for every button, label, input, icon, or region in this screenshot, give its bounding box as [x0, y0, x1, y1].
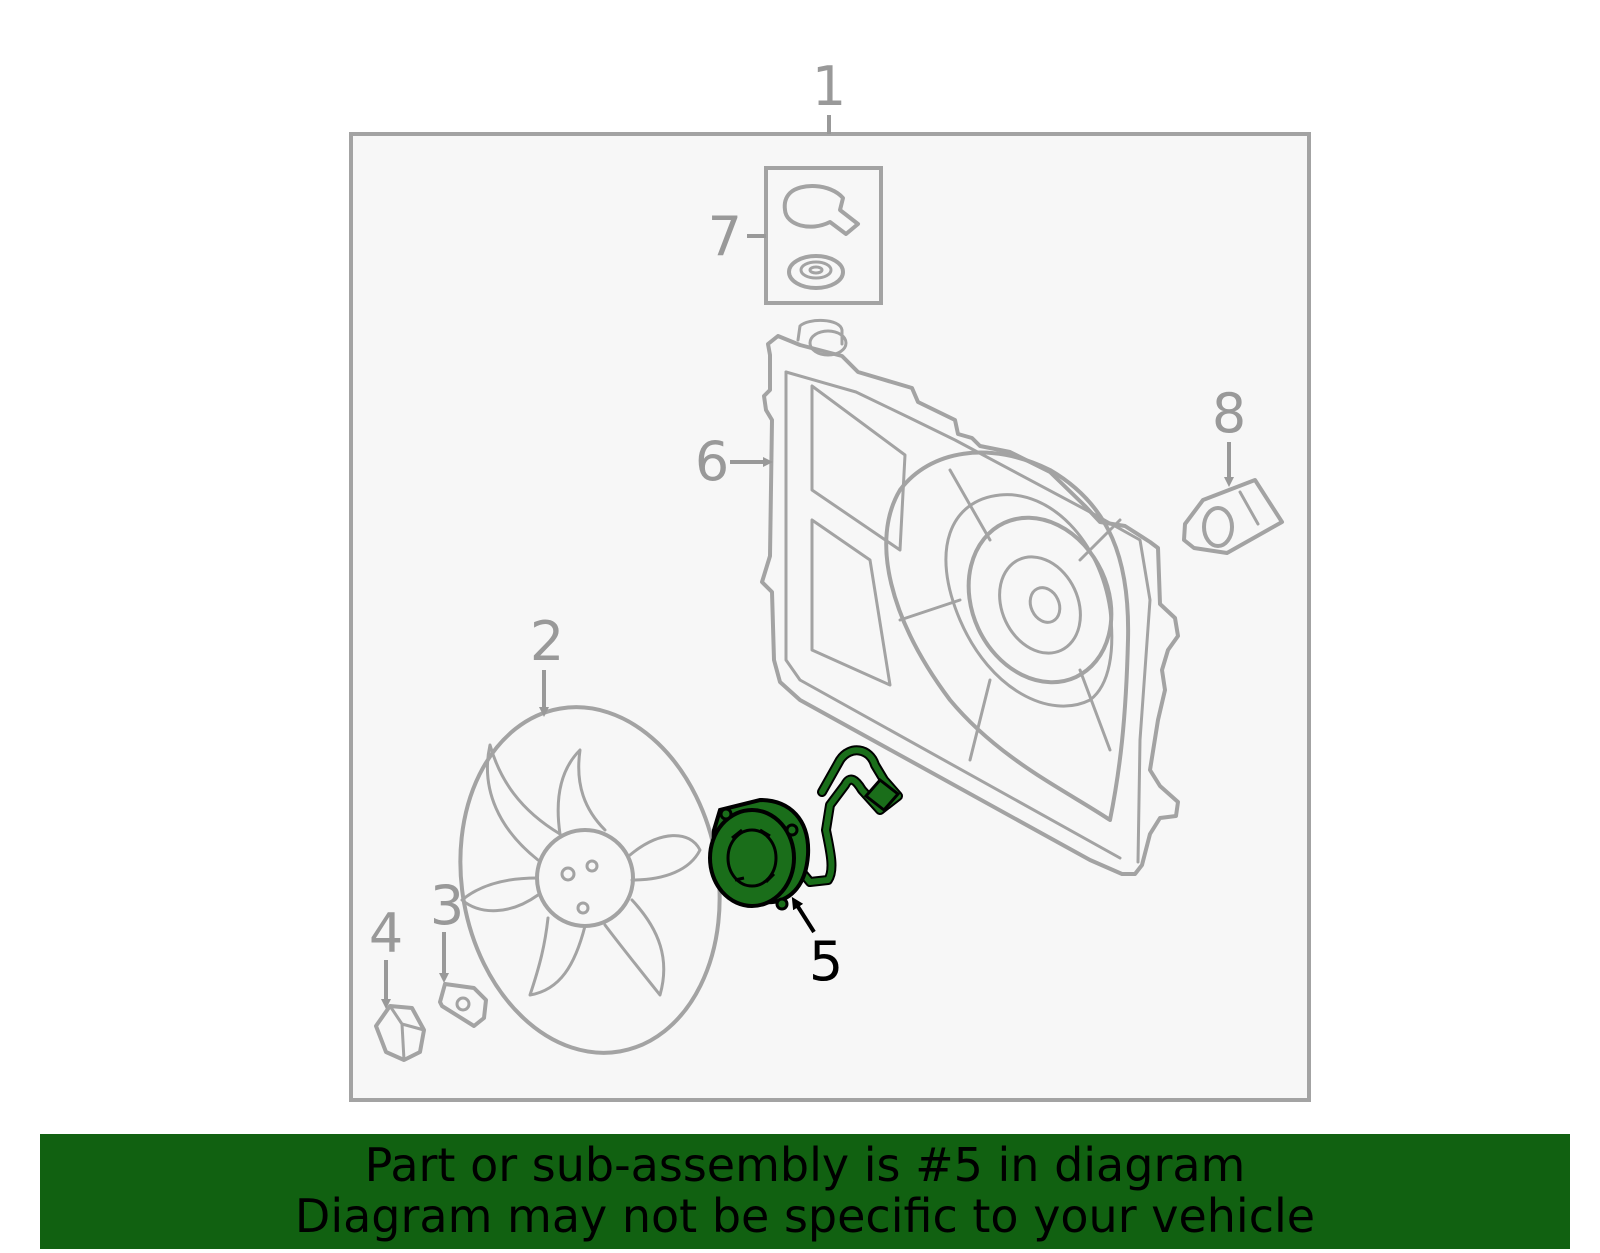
part-3-clip — [438, 982, 488, 1028]
banner-line-1: Part or sub-assembly is #5 in diagram — [364, 1138, 1246, 1192]
callout-5: 5 — [809, 930, 843, 993]
part-2-fan-blade — [458, 705, 722, 1055]
callout-1: 1 — [812, 55, 846, 118]
part-4-nut — [374, 1004, 426, 1062]
banner-line-2: Diagram may not be specific to your vehi… — [294, 1189, 1316, 1243]
callout-3: 3 — [430, 874, 464, 937]
callout-2: 2 — [530, 610, 564, 673]
part-8-bracket — [1182, 478, 1284, 555]
callout-4: 4 — [369, 902, 403, 965]
part-7-seal-kit — [764, 166, 883, 305]
callout-7: 7 — [708, 205, 742, 268]
part-6-fan-shroud — [760, 319, 1180, 876]
callout-6: 6 — [695, 430, 729, 493]
part-5-fan-motor — [708, 745, 903, 911]
callout-8: 8 — [1212, 382, 1246, 445]
info-banner: Part or sub-assembly is #5 in diagram Di… — [40, 1134, 1570, 1249]
callout-5-leader — [791, 896, 816, 934]
